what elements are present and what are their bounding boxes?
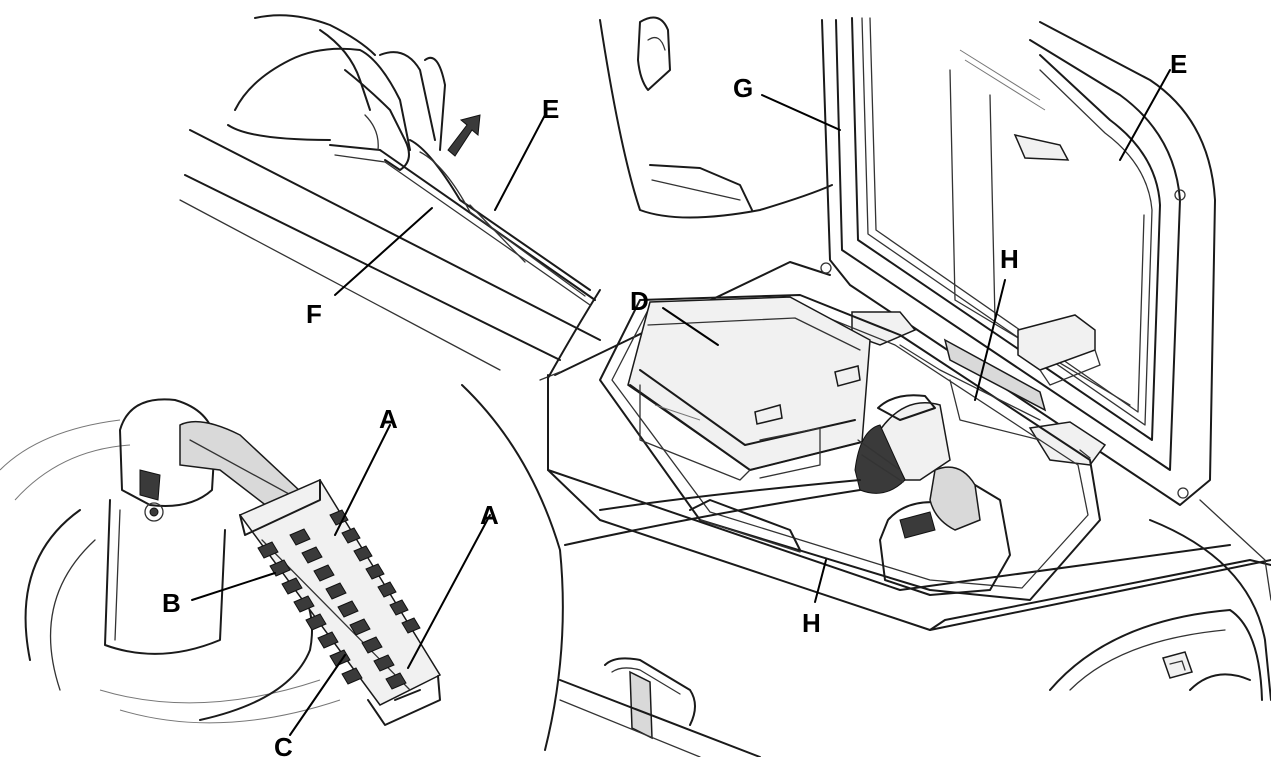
filter-box	[627, 296, 871, 481]
callout-e-right: E	[1170, 49, 1187, 79]
leader-lines	[191, 69, 1171, 736]
callout-c: C	[274, 732, 293, 757]
callout-f: F	[306, 299, 322, 329]
open-lid	[820, 17, 1216, 506]
callout-d: D	[630, 286, 649, 316]
filter-detail	[0, 398, 442, 726]
callout-h-lower: H	[802, 608, 821, 638]
callout-a-lower: A	[480, 500, 499, 530]
callout-labels: G E E F D H H A A B C	[162, 49, 1187, 757]
callout-h-upper: H	[1000, 244, 1019, 274]
arrow-up-right-icon	[447, 114, 481, 157]
callout-a-upper: A	[379, 404, 398, 434]
bubble-outlines	[461, 19, 861, 751]
detail-bubble-gasket	[179, 14, 601, 379]
callout-b: B	[162, 588, 181, 618]
callout-g: G	[733, 73, 753, 103]
callout-e-top: E	[542, 94, 559, 124]
cartridge-mesh	[257, 509, 421, 690]
detail-bubble-inset	[637, 16, 753, 211]
cup-filter-installed	[854, 394, 1011, 596]
